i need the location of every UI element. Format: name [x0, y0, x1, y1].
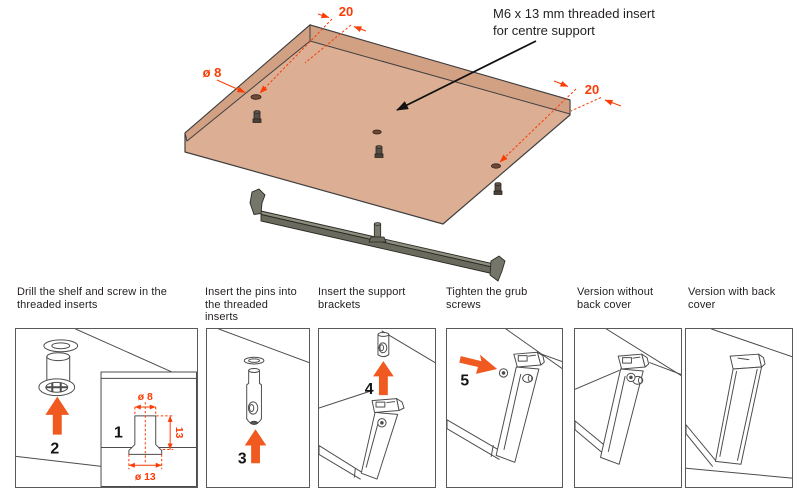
dimension-right-offset-value: 20 [585, 82, 599, 97]
version-without-cover-illustration [575, 329, 681, 465]
version-with-cover-illustration [686, 329, 792, 479]
rail-left-hook [249, 188, 266, 215]
dimension-hole-diameter: ø 8 [203, 65, 246, 93]
step-caption-version-without-cover: Version without back cover [577, 286, 654, 311]
threaded-insert-large [38, 352, 76, 397]
support-bracket [600, 353, 650, 465]
threaded-insert [374, 145, 384, 158]
step-panel-version-with-cover [685, 328, 793, 488]
up-arrow [244, 429, 267, 464]
drill-illustration: 2 ø 8 1 13 [16, 329, 197, 487]
centre-insert-callout: M6 x 13 mm threaded insert for centre su… [396, 6, 655, 111]
step-caption-tighten-screws: Tighten the grub screws [446, 286, 528, 311]
dimension-back-offset-value: 20 [339, 4, 353, 19]
step-number-2: 2 [50, 440, 59, 457]
shelf-overview-illustration: 20 ø 8 20 M6 x 13 mm threaded insert for… [184, 4, 655, 282]
dimension-hole-diameter-value: ø 8 [203, 65, 222, 80]
dimension-right-offset: 20 [499, 80, 622, 163]
support-pin [377, 331, 390, 358]
dim-insert-bottom-diameter: ø 13 [135, 472, 156, 483]
step-number-3: 3 [238, 450, 247, 467]
step-panel-version-without-cover [574, 328, 682, 488]
callout-arrow [396, 40, 537, 111]
dim-insert-top-diameter: ø 8 [138, 392, 153, 403]
grub-screw [498, 368, 509, 378]
step-panel-insert-pins: 3 [206, 328, 310, 488]
step-number-4: 4 [365, 381, 374, 398]
step-panel-insert-brackets: 4 [318, 328, 436, 488]
bracket-back-cover [714, 353, 766, 465]
step-panel-drill: 2 ø 8 1 13 [15, 328, 198, 488]
up-arrow [373, 361, 394, 396]
support-bracket [495, 351, 545, 463]
support-bracket [360, 398, 405, 480]
insert-label-line2: for centre support [493, 23, 595, 38]
tighten-screws-illustration: 5 [447, 329, 562, 463]
step-number-1: 1 [114, 425, 123, 442]
insert-hole-ring [243, 356, 265, 365]
right-arrow [459, 354, 498, 374]
shelf-board [184, 23, 571, 225]
insert-brackets-illustration: 4 [319, 330, 435, 480]
step-panel-tighten-screws: 5 [446, 328, 563, 488]
insert-hole-ring [43, 339, 79, 353]
step-caption-version-with-cover: Version with back cover [688, 286, 776, 311]
insert-cross-section-inset: ø 8 1 13 ø 13 [100, 371, 197, 487]
insert-label-line1: M6 x 13 mm threaded insert [493, 6, 655, 21]
rail-centre-pin [373, 223, 382, 238]
step-caption-insert-pins: Insert the pins into the threaded insert… [205, 286, 297, 323]
dimension-back-offset: 20 [259, 4, 367, 94]
drill-hole-right [490, 163, 501, 169]
threaded-insert [493, 182, 503, 195]
step-caption-insert-brackets: Insert the support brackets [318, 286, 406, 311]
step-caption-drill: Drill the shelf and screw in the threade… [17, 286, 167, 311]
up-arrow [45, 396, 70, 435]
step-number-5: 5 [460, 372, 469, 389]
support-rail [249, 188, 506, 282]
drill-hole-left [250, 94, 262, 100]
insert-pins-illustration: 3 [218, 329, 309, 467]
support-pin [246, 368, 262, 425]
dim-insert-height: 13 [173, 427, 184, 439]
drill-hole-centre [372, 129, 382, 135]
threaded-insert [252, 110, 262, 123]
rail-right-hook [489, 255, 506, 282]
